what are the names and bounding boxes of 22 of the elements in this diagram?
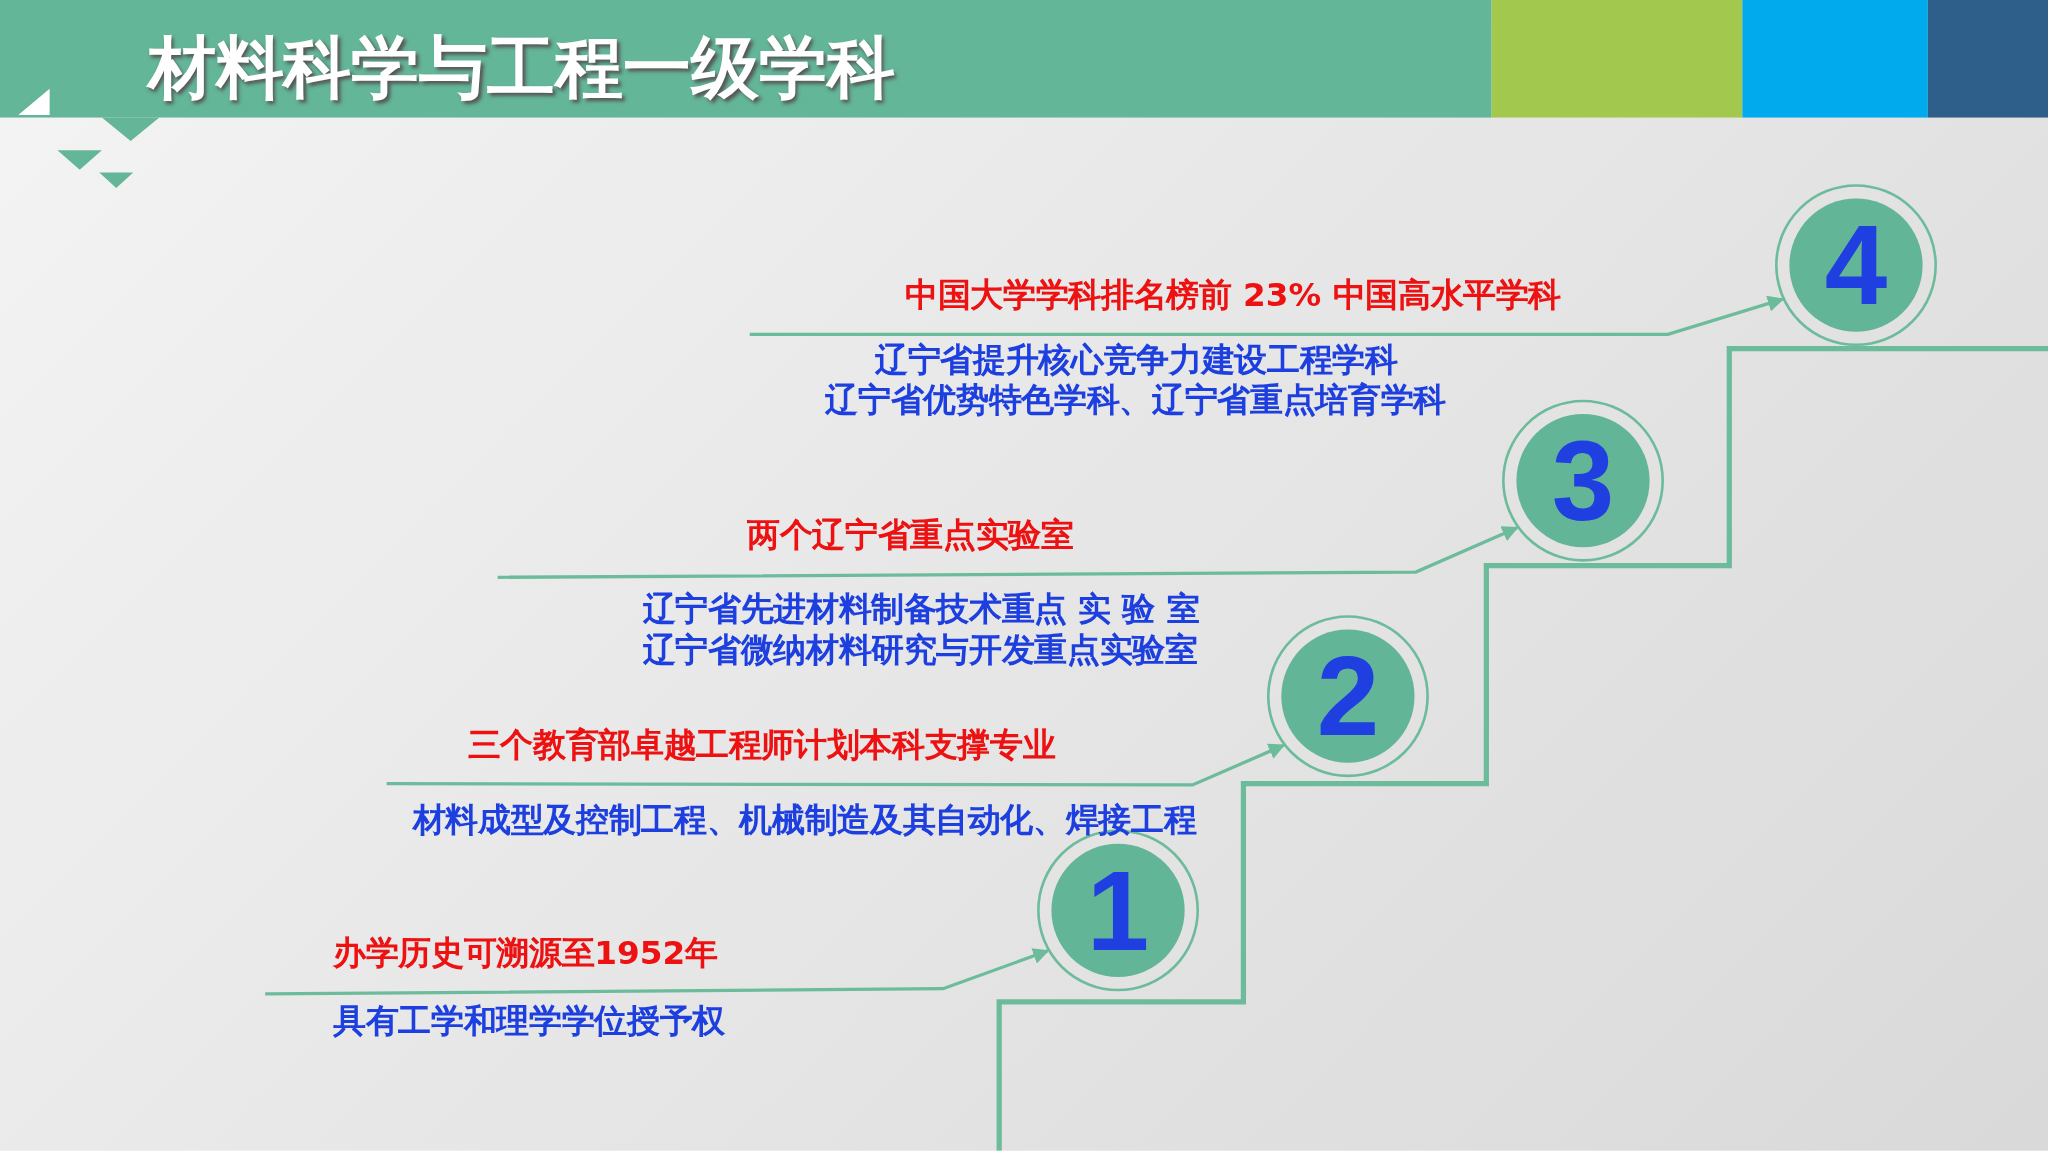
milestone-text: 具有工学和理学学位授予权	[333, 1000, 725, 1041]
milestone-heading: 办学历史可溯源至1952年	[333, 932, 718, 974]
step-circle	[1266, 615, 1429, 778]
arrow	[497, 526, 1519, 579]
arrow	[386, 743, 1286, 787]
step-number: 2	[1316, 631, 1380, 761]
arrow	[265, 948, 1050, 996]
milestone-heading: 中国大学学科排名榜前 23% 中国高水平学科	[905, 274, 1562, 315]
step-number: 3	[1551, 416, 1615, 545]
milestone-heading: 两个辽宁省重点实验室	[747, 514, 1074, 556]
milestone-text: 辽宁省提升核心竞争力建设工程学科	[875, 339, 1398, 381]
arrow	[749, 295, 1785, 336]
step-circle	[1502, 399, 1664, 562]
milestone-text: 辽宁省微纳材料研究与开发重点实验室	[642, 629, 1198, 671]
milestone-text: 辽宁省先进材料制备技术重点 实 验 室	[642, 589, 1200, 630]
step-number: 1	[1086, 846, 1150, 975]
milestone-text: 材料成型及控制工程、机械制造及其自动化、焊接工程	[412, 799, 1197, 840]
step-number: 4	[1824, 200, 1888, 330]
milestone-heading: 三个教育部卓越工程师计划本科支撑专业	[467, 725, 1056, 766]
slide-title: 材料科学与工程一级学科	[147, 27, 895, 110]
milestone-text: 辽宁省优势特色学科、辽宁省重点培育学科	[825, 380, 1446, 421]
step-circle	[1775, 184, 1937, 347]
